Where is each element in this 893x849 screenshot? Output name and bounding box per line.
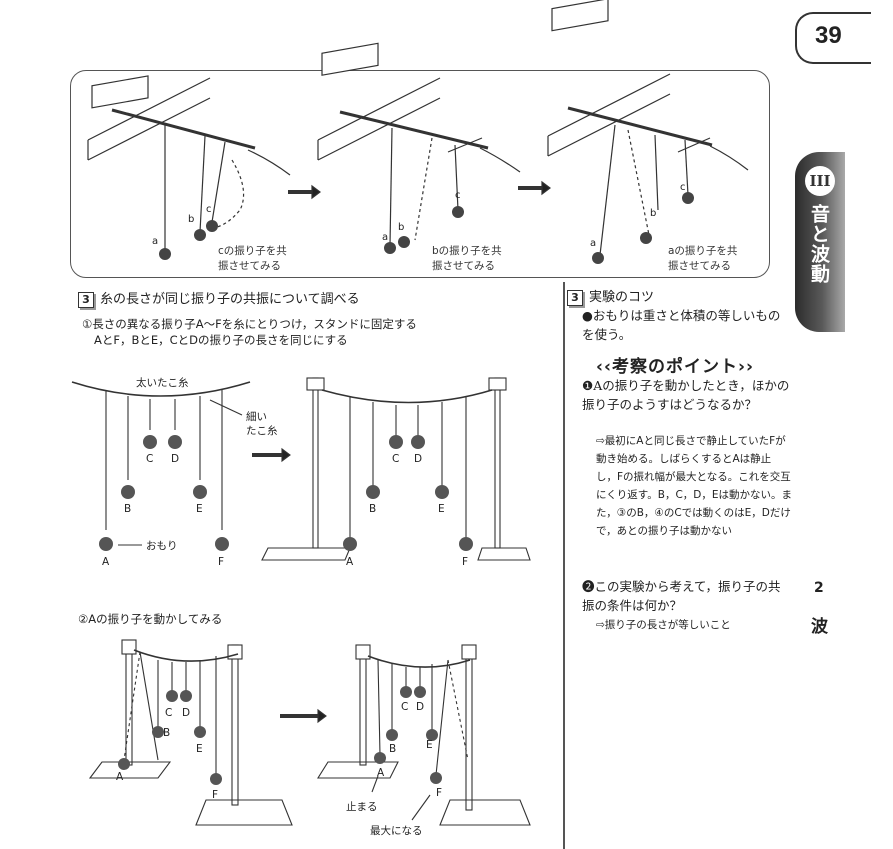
label-E: E — [196, 503, 203, 515]
label-weight: おもり — [146, 540, 178, 552]
label-D: D — [182, 707, 190, 719]
tips-heading-text: 実験のコツ — [589, 290, 655, 305]
chapter-tab: III 音と波動 — [795, 152, 845, 332]
step2-text: ②Aの振り子を動かしてみる — [78, 612, 223, 626]
top-illustration-box — [70, 70, 770, 278]
label-A: A — [346, 556, 354, 568]
label-thin-string-2: たこ糸 — [246, 425, 278, 437]
step1-text: ①長さの異なる振り子A～Fを糸にとりつけ，スタンドに固定する AとF，BとE，C… — [82, 316, 417, 348]
answer-1: ⇨最初にAと同じ長さで静止していたFが動き始める。しばらくするとAは静止し，Fの… — [596, 435, 792, 537]
pendulum-label-c: c — [206, 204, 212, 215]
chapter-title: 音と波動 — [808, 204, 830, 284]
caption-a: aの振り子を共 振させてみる — [668, 245, 738, 272]
pendulum-label-a: a — [152, 236, 158, 247]
section-heading: 3 糸の長さが同じ振り子の共振について調べる — [78, 288, 360, 308]
label-C: C — [165, 707, 172, 719]
side-section-number: 2 — [814, 580, 824, 596]
caption-b: bの振り子を共 振させてみる — [432, 245, 502, 272]
tips-body: ●おもりは重さと体積の等しいものを使う。 — [582, 308, 781, 342]
label-C: C — [401, 701, 408, 713]
pendulum-label-b: b — [650, 208, 656, 219]
section-heading-text: 糸の長さが同じ振り子の共振について調べる — [100, 292, 360, 307]
pendulum-label-a: a — [590, 238, 596, 249]
label-D: D — [171, 453, 179, 465]
label-A: A — [116, 771, 124, 783]
label-C: C — [392, 453, 399, 465]
label-B: B — [124, 503, 131, 515]
pendulum-label-b: b — [188, 214, 194, 225]
label-F: F — [218, 556, 224, 568]
side-section-word: 波 — [811, 617, 828, 637]
insight-deco-right-icon: ›› — [738, 357, 755, 377]
tips-heading: 3 実験のコツ — [567, 286, 654, 306]
label-E: E — [426, 739, 433, 751]
label-D: D — [416, 701, 424, 713]
label-A: A — [102, 556, 110, 568]
caption-c: cの振り子を共 振させてみる — [218, 245, 287, 272]
label-B: B — [369, 503, 376, 515]
chapter-number: III — [805, 166, 835, 196]
section-number: 3 — [78, 291, 94, 308]
question-1: ❶Aの振り子を動かしたとき，ほかの振り子のようすはどうなるか？ — [582, 378, 790, 412]
label-F: F — [462, 556, 468, 568]
label-B: B — [389, 743, 396, 755]
question-2: ❷この実験から考えて，振り子の共振の条件は何か？ — [582, 579, 781, 613]
insight-title: ‹‹考察のポイント›› — [596, 357, 755, 377]
label-A: A — [377, 767, 385, 779]
label-B: B — [163, 727, 170, 739]
tips-number: 3 — [567, 289, 583, 306]
insight-deco-left-icon: ‹‹ — [596, 357, 613, 377]
label-F: F — [212, 789, 218, 801]
label-D: D — [414, 453, 422, 465]
step1-line1: ①長さの異なる振り子A～Fを糸にとりつけ，スタンドに固定する — [82, 317, 417, 331]
step1-line2: AとF，BとE，CとDの振り子の長さを同じにする — [94, 333, 348, 347]
label-stops: 止まる — [346, 801, 378, 813]
pendulum-label-c: c — [455, 190, 461, 201]
label-E: E — [438, 503, 445, 515]
column-divider — [563, 282, 565, 849]
pendulum-label-a: a — [382, 232, 388, 243]
label-F: F — [436, 787, 442, 799]
label-C: C — [146, 453, 153, 465]
answer-2: ⇨振り子の長さが等しいこと — [596, 619, 731, 631]
pendulum-label-b: b — [398, 222, 404, 233]
label-thick-string: 太いたこ糸 — [136, 376, 189, 389]
label-max: 最大になる — [370, 824, 423, 837]
label-E: E — [196, 743, 203, 755]
page-number: 39 — [795, 12, 871, 64]
label-thin-string-1: 細い — [246, 410, 267, 423]
pendulum-label-c: c — [680, 182, 686, 193]
